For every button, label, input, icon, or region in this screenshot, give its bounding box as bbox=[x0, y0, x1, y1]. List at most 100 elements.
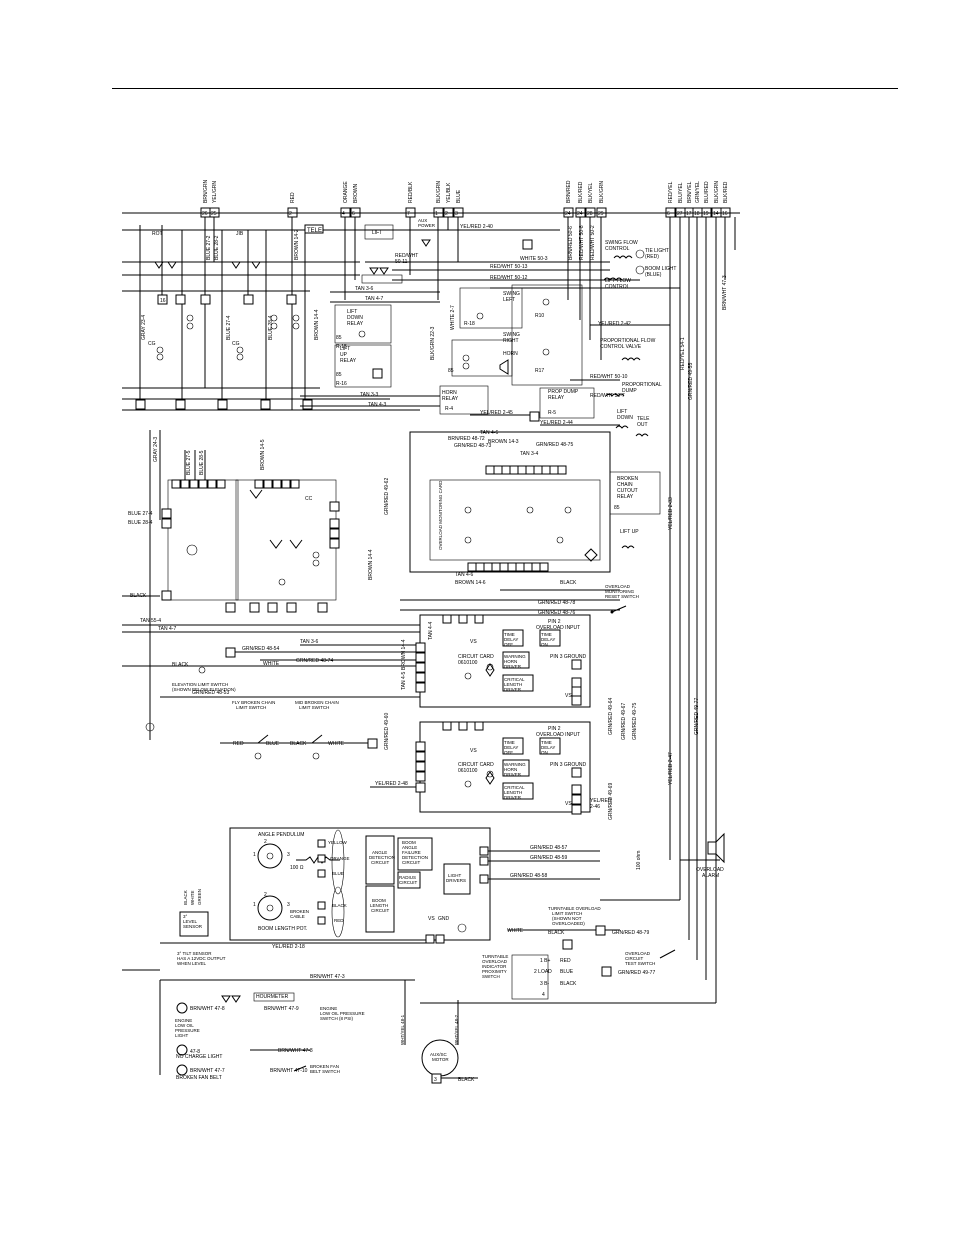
overload-card-bottom-terminal bbox=[507, 562, 517, 572]
lift-up-valve: LIFT UP bbox=[620, 529, 639, 549]
svg-text:YEL/RED 2-44: YEL/RED 2-44 bbox=[540, 420, 573, 426]
top-terminal-number: 4 bbox=[342, 211, 345, 217]
svg-text:YEL/RED 2-33: YEL/RED 2-33 bbox=[668, 497, 674, 530]
sensor-output-wires: GRN/RED 48-57 GRN/RED 48-59 GRN/RED 48-5… bbox=[160, 845, 600, 950]
svg-text:WHITE 2-7: WHITE 2-7 bbox=[450, 305, 456, 330]
svg-text:BLUE 28-2: BLUE 28-2 bbox=[214, 235, 220, 260]
svg-text:YEL/RED 2-48: YEL/RED 2-48 bbox=[375, 781, 408, 787]
svg-text:R-5: R-5 bbox=[548, 410, 556, 416]
black-label-3: BLACK bbox=[560, 580, 577, 586]
svg-text:4: 4 bbox=[542, 992, 545, 998]
svg-text:GRN/RED 48-58: GRN/RED 48-58 bbox=[510, 873, 547, 879]
svg-text:GRN/RED 48-78: GRN/RED 48-78 bbox=[538, 600, 575, 606]
overload-card-bottom-terminals bbox=[467, 562, 549, 572]
top-terminal-number: 19 bbox=[703, 211, 709, 217]
black-label-2: BLACK bbox=[172, 662, 189, 668]
svg-text:2 LOAD: 2 LOAD bbox=[534, 969, 552, 975]
top-terminal-number: 24 bbox=[577, 211, 583, 217]
top-terminal-number: 2 bbox=[445, 211, 448, 217]
svg-text:GRN/RED 49-69: GRN/RED 49-69 bbox=[608, 783, 614, 820]
top-wire-label: BRN/YEL bbox=[687, 181, 693, 203]
boom-light: BOOM LIGHT(BLUE) bbox=[635, 265, 676, 278]
row-mid-terminal bbox=[281, 479, 291, 489]
svg-text:BLK/GRN 22-3: BLK/GRN 22-3 bbox=[430, 326, 436, 360]
top-terminal-number: 27 bbox=[677, 211, 683, 217]
svg-text:R-16: R-16 bbox=[336, 381, 347, 387]
overload-card-bottom-terminal bbox=[475, 562, 485, 572]
top-wire-label: BLK/GRN bbox=[599, 181, 605, 203]
blue-label-1: BLUE bbox=[266, 741, 280, 747]
svg-text:BRN/WHT 47-8: BRN/WHT 47-8 bbox=[278, 1048, 313, 1054]
svg-text:R10: R10 bbox=[535, 313, 544, 319]
jib-label: JIB bbox=[236, 231, 244, 237]
row-left-terminal bbox=[171, 479, 181, 489]
svg-text:WHITE: WHITE bbox=[190, 891, 195, 906]
upper-middle-wires bbox=[300, 229, 680, 426]
svg-text:85: 85 bbox=[336, 335, 342, 341]
overload-card-top-terminal bbox=[549, 465, 559, 475]
overload-card-bottom-terminal bbox=[499, 562, 509, 572]
svg-text:PIN 3 GROUND: PIN 3 GROUND bbox=[550, 762, 587, 768]
mid-left-section: BLUE 27-4 BLUE 28-4 BLACK CC bbox=[122, 430, 340, 740]
svg-text:TAN 55-4: TAN 55-4 bbox=[140, 618, 161, 624]
top-terminal-number: 29 bbox=[598, 211, 604, 217]
svg-text:GRN/RED 48-76: GRN/RED 48-76 bbox=[538, 610, 575, 616]
svg-text:TAN 3-6: TAN 3-6 bbox=[355, 286, 373, 292]
top-wire-label: BLK/RED bbox=[723, 181, 729, 203]
svg-text:R-18: R-18 bbox=[464, 321, 475, 327]
svg-text:BROWN 14-4: BROWN 14-4 bbox=[314, 309, 320, 340]
overload-card-top-terminal bbox=[485, 465, 495, 475]
top-terminal-number: 7 bbox=[407, 211, 410, 217]
top-wire-label: BRN/GRN bbox=[203, 180, 209, 203]
top-terminal-number: 26 bbox=[202, 211, 208, 217]
top-wire-label: BLUE bbox=[456, 189, 462, 203]
svg-text:TAN 4-7: TAN 4-7 bbox=[365, 296, 383, 302]
circuit-card-1-top-terminals bbox=[442, 614, 484, 624]
top-wire-label: GRN/YEL bbox=[695, 181, 701, 203]
top-wire-label: BLK/YEL bbox=[588, 182, 594, 203]
top-wire-label: BRN/RED bbox=[566, 180, 572, 203]
bottom-left-lights: BRN/WHT 47-3 HOURMETER BRN/WHT 47-8 ENGI… bbox=[159, 974, 415, 1081]
svg-text:BLUE 27-4: BLUE 27-4 bbox=[128, 511, 153, 517]
overload-card-label: OVERLOAD MONITORING CARD bbox=[438, 480, 443, 550]
rot-relay: ROT 16 CG bbox=[135, 225, 194, 410]
svg-text:GRN/RED 49-77: GRN/RED 49-77 bbox=[694, 698, 700, 735]
svg-text:RED/WHT: RED/WHT bbox=[395, 253, 418, 259]
svg-text:GRN/RED 49-62: GRN/RED 49-62 bbox=[384, 478, 390, 515]
top-vertical-drops bbox=[204, 217, 736, 1003]
overload-card-bottom-terminal bbox=[491, 562, 501, 572]
terminal-row-left bbox=[171, 479, 226, 489]
row-left-terminal bbox=[207, 479, 217, 489]
svg-text:YEL/RED 2-45: YEL/RED 2-45 bbox=[480, 410, 513, 416]
svg-text:GRN/RED 48-53: GRN/RED 48-53 bbox=[192, 690, 229, 696]
overload-card-top-terminal bbox=[525, 465, 535, 475]
svg-text:BRN/WHT 47-10: BRN/WHT 47-10 bbox=[270, 1068, 308, 1074]
overload-card-top-terminal bbox=[501, 465, 511, 475]
top-wire-label: RED/BLK bbox=[408, 181, 414, 203]
svg-text:85: 85 bbox=[448, 368, 454, 374]
